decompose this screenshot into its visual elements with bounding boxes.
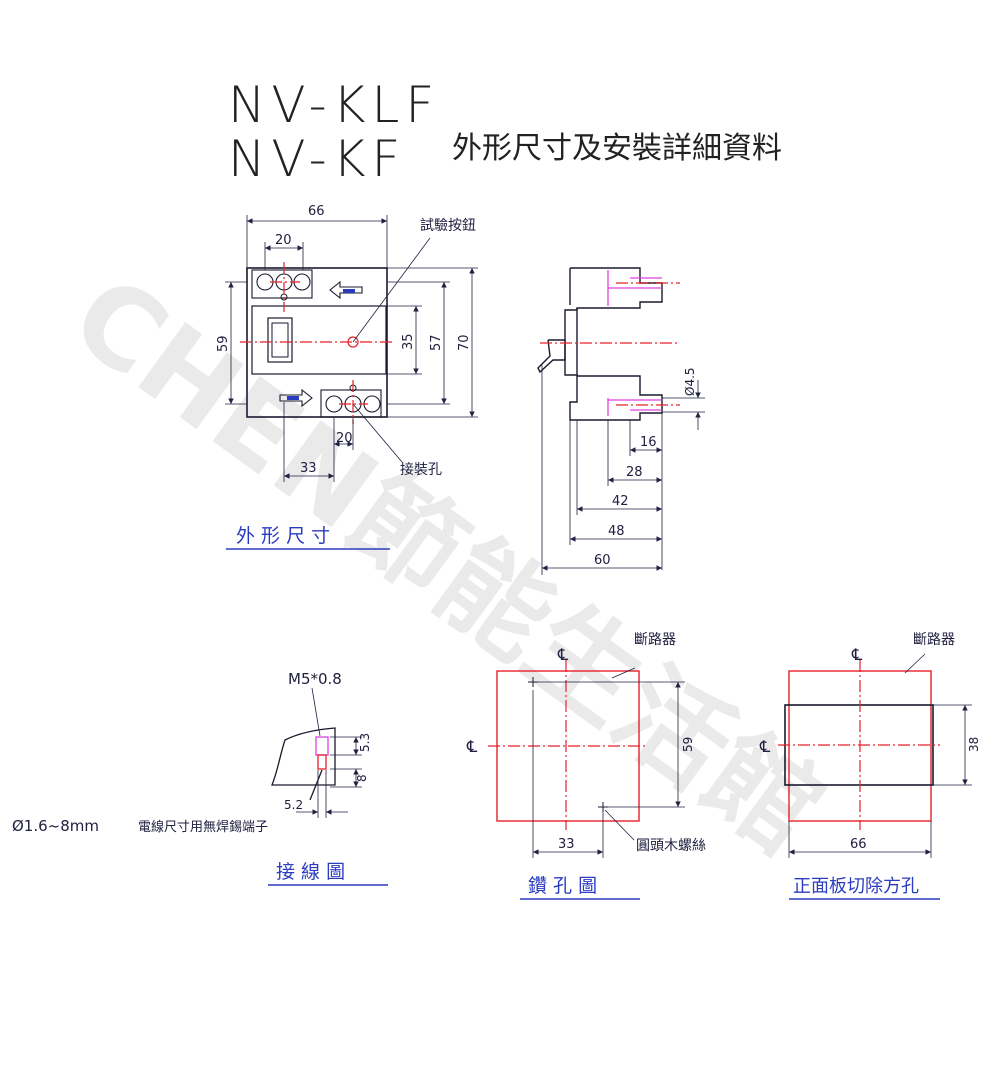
dim-38: 38 — [967, 737, 981, 752]
front-dimensions — [225, 215, 478, 482]
dim-59-drill: 59 — [681, 737, 695, 752]
dim-35: 35 — [401, 333, 416, 350]
dim-8: 8 — [355, 774, 369, 782]
label-wood-screw: 圓頭木螺絲 — [636, 838, 706, 854]
wiring-dims — [296, 687, 362, 818]
label-mount-hole: 接裝孔 — [400, 461, 442, 478]
drill-view — [488, 660, 685, 858]
drill-cl-left: ℄ — [466, 737, 478, 756]
dim-48: 48 — [608, 524, 625, 539]
cutout-cl-top: ℄ — [851, 645, 863, 664]
drill-cl-top: ℄ — [557, 645, 569, 664]
dim-20-bottom: 20 — [336, 431, 353, 446]
cutout-cl-left: ℄ — [759, 737, 771, 756]
model-title-2: NV-KF — [228, 130, 406, 188]
model-title-1: NV-KLF — [228, 76, 440, 134]
side-dimensions — [541, 365, 705, 575]
dim-42: 42 — [612, 494, 629, 509]
wire-note-size: Ø1.6~8mm — [12, 817, 99, 835]
dim-66-cutout: 66 — [850, 837, 867, 852]
dim-hole-4-5: Ø4.5 — [683, 367, 697, 396]
subtitle: 外形尺寸及安裝詳細資料 — [452, 131, 782, 166]
label-m5-screw: M5*0.8 — [288, 670, 342, 688]
side-view — [537, 267, 663, 421]
dim-57: 57 — [429, 334, 444, 351]
caption-outline-dims: 外 形 尺 寸 — [236, 525, 330, 547]
label-breaker-drill: 斷路器 — [634, 632, 676, 648]
side-centerlines — [540, 282, 680, 406]
dim-33-drill: 33 — [558, 837, 575, 852]
dim-66-front: 66 — [308, 204, 325, 219]
wire-note: 電線尺寸用無焊錫端子 — [138, 819, 268, 835]
wiring-view — [271, 727, 336, 801]
dim-33-front: 33 — [300, 461, 317, 476]
dim-16: 16 — [640, 435, 657, 450]
label-test-button: 試驗按鈕 — [420, 218, 476, 234]
side-magenta-screws — [607, 270, 662, 416]
caption-drill: 鑽 孔 圖 — [528, 875, 597, 897]
dim-5-3: 5.3 — [358, 733, 372, 752]
dim-70: 70 — [457, 334, 472, 351]
dim-59-front: 59 — [216, 335, 231, 352]
caption-cutout: 正面板切除方孔 — [793, 876, 919, 897]
front-centerlines — [240, 262, 395, 424]
cutout-view — [778, 653, 972, 858]
dim-28: 28 — [626, 465, 643, 480]
label-breaker-cutout: 斷路器 — [913, 632, 955, 648]
diagram-canvas: NV-KLF NV-KF 外形尺寸及安裝詳細資料 — [12, 76, 981, 900]
dim-60: 60 — [594, 553, 611, 568]
dim-5-2: 5.2 — [284, 798, 303, 812]
dim-20-top: 20 — [275, 233, 292, 248]
caption-wiring: 接 線 圖 — [276, 861, 345, 883]
